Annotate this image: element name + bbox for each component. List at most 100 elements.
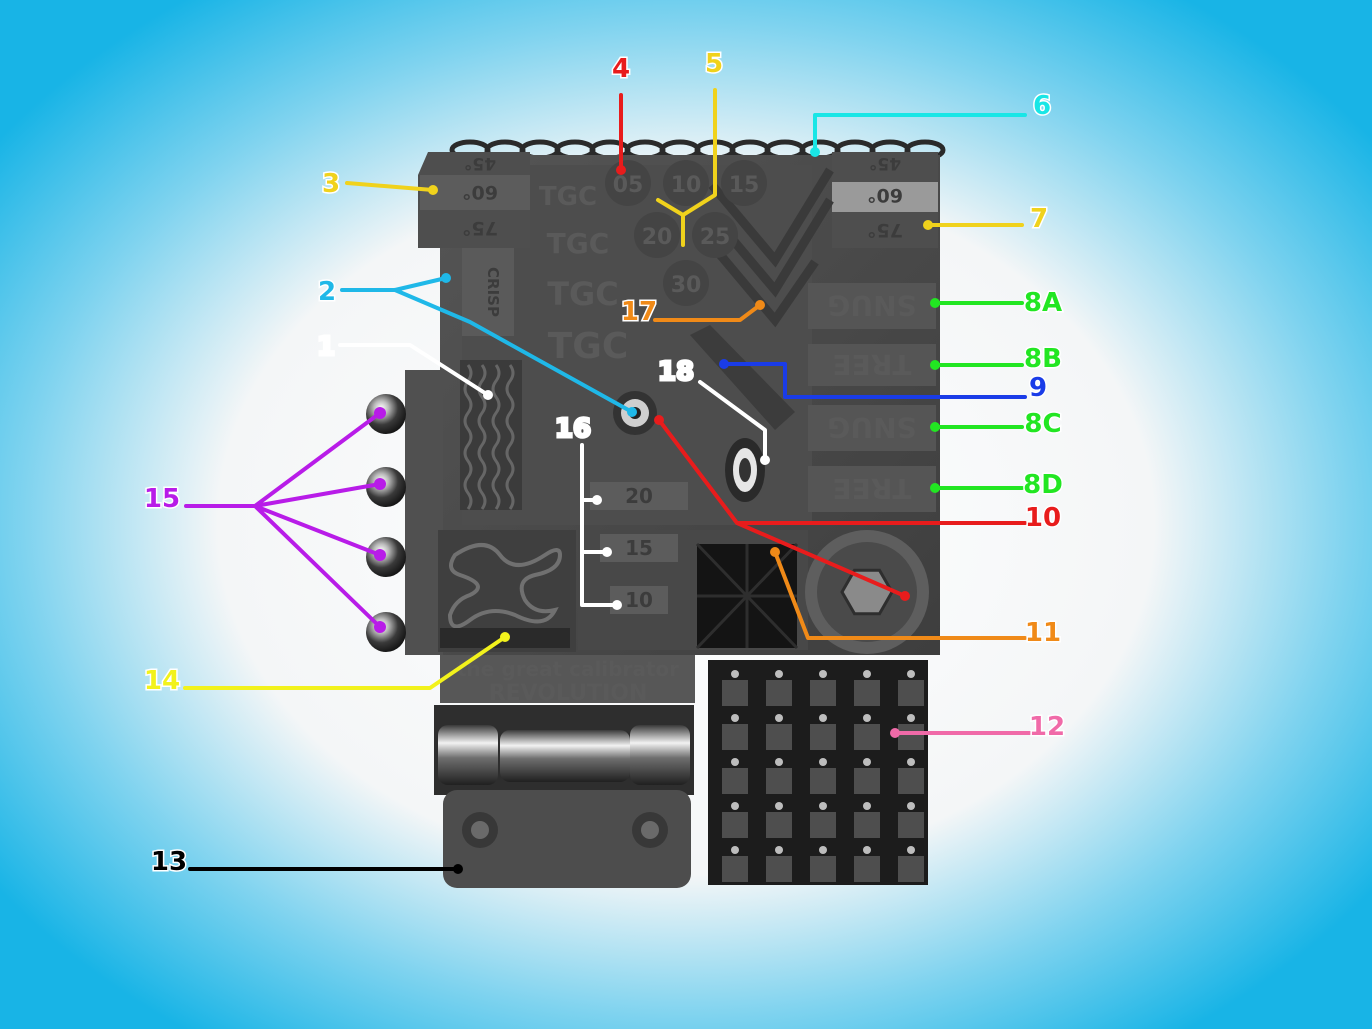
brand-line-4: TGC [548, 326, 629, 367]
chainmail-link [907, 714, 915, 722]
disc-10: 10 [671, 173, 702, 198]
chainmail-link [775, 846, 783, 854]
steel-ball-3 [366, 537, 406, 577]
chainmail-link [731, 670, 739, 678]
chainmail-tile [766, 680, 792, 706]
chainmail-tile [722, 724, 748, 750]
snug-label-c: SNUG [827, 411, 916, 444]
callout-label-2: 2 [318, 277, 336, 307]
leader-9 [722, 362, 1027, 399]
leader-18 [698, 380, 767, 462]
brand-text-stack: TGC TGC TGC TGC [539, 182, 628, 367]
callout-label-8b: 8B [1024, 344, 1062, 374]
chainmail-tile [898, 768, 924, 794]
left-angle-tower: 45° 60° 75° [418, 152, 530, 248]
model-footer-text: the great calibrator REVOLUTION [440, 655, 695, 706]
leader-dots [374, 147, 940, 874]
steel-ball-2 [366, 467, 406, 507]
steel-ball-1 [366, 394, 406, 434]
chainmail-link [819, 714, 827, 722]
right-angle-75: 75° [867, 219, 903, 241]
chainmail-link [863, 714, 871, 722]
brand-line-3: TGC [547, 275, 619, 313]
leader-14 [183, 635, 507, 690]
chainmail-link [731, 758, 739, 766]
callout-label-11: 11 [1025, 618, 1061, 648]
callout-label-8c: 8C [1024, 409, 1061, 439]
chainmail-link [775, 714, 783, 722]
left-angle-45: 45° [464, 153, 496, 173]
chainmail-link [907, 670, 915, 678]
chainmail-link [907, 802, 915, 810]
leader-11 [773, 550, 1027, 640]
leader-1 [338, 343, 490, 397]
chainmail-link [907, 758, 915, 766]
pyramid-square [695, 542, 799, 650]
steel-balls [366, 394, 406, 652]
hinge [434, 705, 694, 888]
chainmail-tile [810, 812, 836, 838]
callout-label-14: 14 [144, 666, 180, 696]
chainmail-tile [722, 768, 748, 794]
leader-17 [653, 303, 762, 322]
disc-25: 25 [700, 225, 731, 250]
right-angle-45: 45° [869, 153, 901, 173]
chainmail-grid [708, 660, 928, 885]
chainmail-link [819, 846, 827, 854]
right-angle-tower: 45° 60° 75° [832, 152, 938, 248]
chainmail-link [863, 846, 871, 854]
callout-label-1: 1 [317, 332, 335, 362]
tree-label-b: TREE [833, 348, 912, 381]
leader-6 [813, 113, 1027, 154]
chainmail-tile [722, 812, 748, 838]
callout-label-5: 5 [705, 49, 723, 79]
chainmail-tile [722, 856, 748, 882]
chainmail-link [731, 846, 739, 854]
chainmail-tile [766, 768, 792, 794]
chainmail-tile [810, 680, 836, 706]
chainmail-link [775, 670, 783, 678]
hex-nut [805, 530, 929, 654]
disc-30: 30 [671, 273, 702, 298]
footer-subtitle: REVOLUTION [489, 681, 648, 706]
callout-labels: 1 2 3 4 5 6 7 8A 8B 9 8C 8D 10 11 12 13 … [142, 48, 1066, 879]
chainmail-tile [898, 724, 924, 750]
chainmail-tile [722, 680, 748, 706]
callout-label-8d: 8D [1023, 470, 1063, 500]
callout-label-6: 6 [1033, 91, 1051, 121]
right-angle-60: 60° [867, 184, 903, 206]
chainmail-tile [766, 724, 792, 750]
chainmail-link [863, 758, 871, 766]
chainmail-link [863, 802, 871, 810]
chainmail-link [907, 846, 915, 854]
chainmail-tile [854, 680, 880, 706]
chainmail-tile [898, 812, 924, 838]
callout-label-3: 3 [322, 169, 340, 199]
chainmail-link [775, 758, 783, 766]
chainmail-tile [766, 812, 792, 838]
chainmail-tile [898, 856, 924, 882]
chainmail-tile [854, 812, 880, 838]
chainmail-tile [810, 856, 836, 882]
chainmail-tile [854, 724, 880, 750]
snug-label-a: SNUG [827, 289, 916, 322]
chainmail-link [819, 758, 827, 766]
bridge-10: 10 [625, 588, 653, 612]
left-angle-60: 60° [462, 181, 498, 203]
callout-label-10: 10 [1025, 503, 1061, 533]
chainmail-link [819, 802, 827, 810]
callout-label-16: 16 [555, 414, 591, 444]
callout-label-8a: 8A [1024, 288, 1062, 318]
model: 45° 60° 75° 45° 60° 75° CRISP TGC TGC TG… [366, 139, 946, 888]
bridge-steps: 20 15 10 [590, 482, 688, 614]
callout-label-12: 12 [1029, 712, 1065, 742]
leader-3 [345, 181, 435, 192]
brand-line-2: TGC [547, 227, 610, 260]
leader-2 [340, 276, 634, 414]
left-ball-rail [405, 370, 443, 655]
chainmail-tile [766, 856, 792, 882]
disc-15: 15 [729, 173, 760, 198]
chainmail-tile [810, 724, 836, 750]
leader-10 [657, 418, 1027, 598]
callout-label-4: 4 [612, 54, 630, 84]
